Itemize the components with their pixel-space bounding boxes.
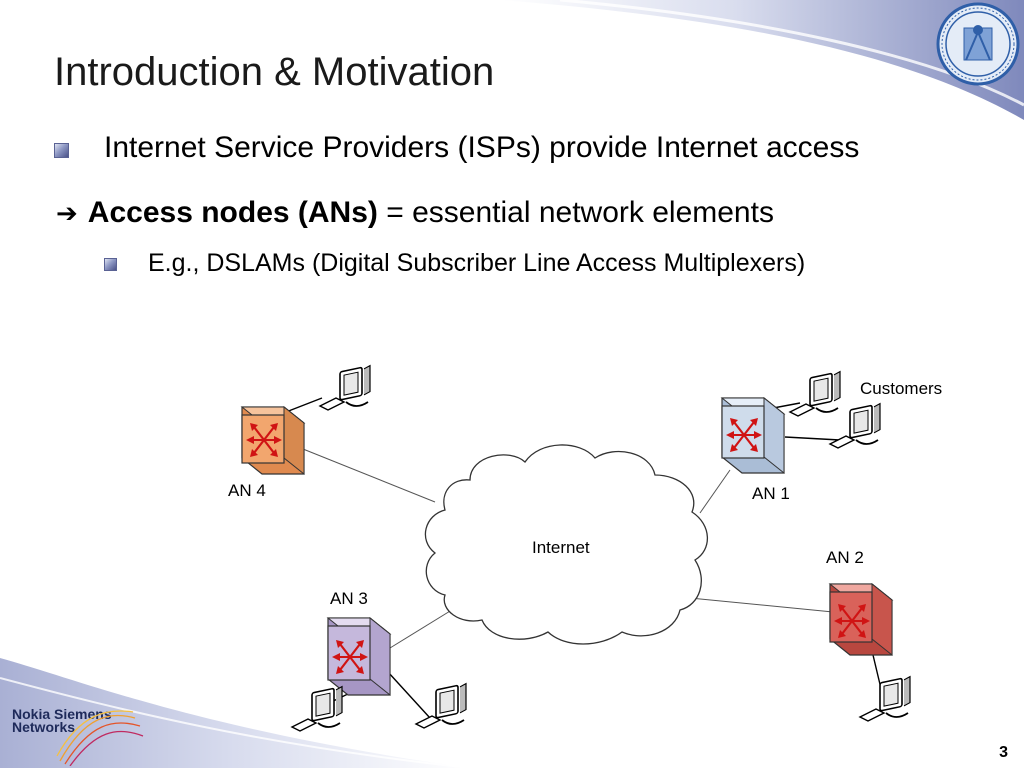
slide-title: Introduction & Motivation: [54, 50, 495, 94]
node-label-an3: AN 3: [330, 589, 368, 608]
link-an1-internet: [699, 469, 731, 514]
right-arrow-icon: ➔: [56, 198, 78, 228]
customer-computer-icon: [859, 675, 911, 722]
customer-computer-icon: [415, 682, 467, 729]
university-seal-logo: [936, 2, 1020, 86]
link-an2-internet: [689, 597, 834, 613]
bullet-isp: Internet Service Providers (ISPs) provid…: [104, 131, 860, 164]
access-node-an3: [326, 616, 392, 697]
link-an4-customer: [285, 397, 323, 413]
logo-wave-icon: [56, 710, 144, 766]
link-an3-internet: [389, 607, 456, 649]
link-an3-customer-b: [387, 671, 431, 719]
access-nodes-term: Access nodes (ANs): [87, 196, 378, 229]
node-label-an1: AN 1: [752, 484, 790, 503]
access-nodes-definition: = essential network elements: [377, 196, 774, 229]
customer-computer-icon: [291, 685, 343, 732]
access-node-an1: [720, 396, 786, 475]
sub-bullet-square-icon: [104, 258, 117, 271]
link-an4-internet: [302, 448, 436, 503]
bullet-dslam: E.g., DSLAMs (Digital Subscriber Line Ac…: [148, 249, 806, 277]
page-number: 3: [999, 744, 1008, 761]
access-node-an4: [240, 405, 306, 476]
company-logo: Nokia Siemens Networks: [12, 706, 112, 735]
customer-computer-icon: [319, 364, 371, 411]
node-label-an4: AN 4: [228, 481, 266, 500]
customer-computer-icon: [789, 370, 841, 417]
internet-cloud: [424, 444, 708, 645]
logo-line-2: Networks: [12, 719, 76, 735]
logo-line-1: Nokia Siemens: [12, 706, 112, 722]
customer-computer-icon: [829, 402, 881, 449]
access-node-an2: [828, 582, 894, 657]
bullet-square-icon: [54, 143, 69, 158]
internet-label: Internet: [532, 538, 590, 557]
node-label-an2: AN 2: [826, 548, 864, 567]
customers-label: Customers: [860, 379, 943, 398]
bullet-access-nodes: ➔ Access nodes (ANs) = essential network …: [56, 196, 774, 230]
link-an1-customer-b: [784, 436, 841, 441]
